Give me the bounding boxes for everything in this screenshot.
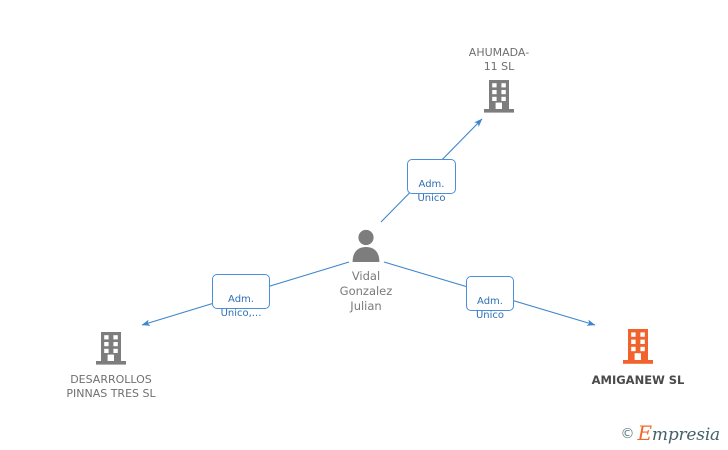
- company-node-ahumada[interactable]: AHUMADA- 11 SL: [438, 46, 560, 118]
- empresia-logo-text: Empresia: [638, 423, 721, 444]
- copyright-icon: ©: [620, 425, 635, 442]
- company-node-label-amiganew: AMIGANEW SL: [591, 373, 685, 387]
- empresia-logo-rest: mpresia: [651, 425, 720, 445]
- edge-label-text-desarrollos: Adm. Unico,...: [220, 294, 262, 319]
- company-node-amiganew[interactable]: AMIGANEW SL: [568, 328, 708, 387]
- empresia-logo-initial: E: [637, 421, 653, 445]
- building-icon: [568, 328, 708, 370]
- company-node-label-ahumada: AHUMADA- 11 SL: [468, 46, 530, 73]
- edge-label-desarrollos[interactable]: Adm. Unico,...: [212, 274, 270, 319]
- company-node-desarrollos[interactable]: DESARROLLOS PINNAS TRES SL: [36, 330, 186, 401]
- person-icon: [316, 228, 416, 266]
- empresia-watermark: © Empresia: [621, 423, 721, 444]
- edge-label-amiganew[interactable]: Adm. Unico: [466, 276, 514, 321]
- person-node-vidal-gonzalez-julian[interactable]: Vidal Gonzalez Julian: [316, 228, 416, 314]
- company-node-label-desarrollos: DESARROLLOS PINNAS TRES SL: [66, 373, 156, 400]
- person-node-label: Vidal Gonzalez Julian: [339, 269, 393, 313]
- edge-label-text-amiganew: Adm. Unico: [475, 296, 505, 321]
- edge-label-ahumada[interactable]: Adm. Unico: [407, 159, 456, 204]
- building-icon: [36, 330, 186, 370]
- edge-label-text-ahumada: Adm. Unico: [417, 179, 446, 204]
- building-icon: [438, 78, 560, 118]
